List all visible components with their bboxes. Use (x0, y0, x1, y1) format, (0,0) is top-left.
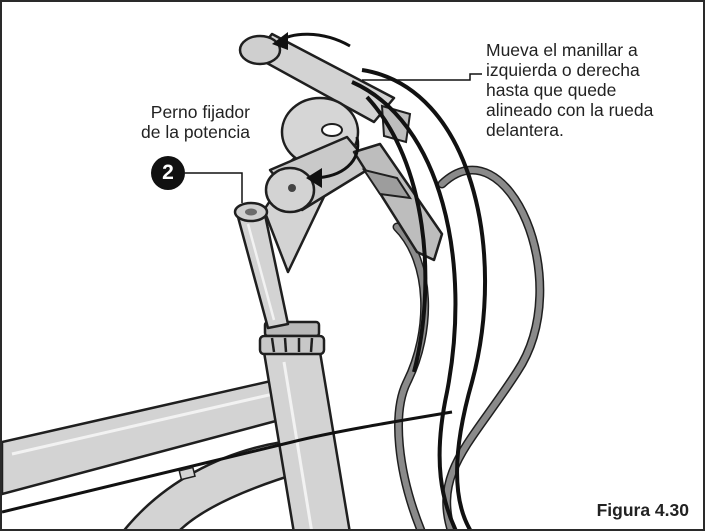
instruction-line: hasta que quede (486, 80, 617, 100)
top-tube-cable (2, 410, 453, 514)
callout-number-badge: 2 (151, 156, 185, 190)
instruction-line: izquierda o derecha (486, 60, 640, 80)
rotation-arrow-top-head (272, 32, 288, 50)
instruction-text: Mueva el manillar a izquierda o derecha … (486, 40, 696, 140)
black-cable-3 (365, 95, 428, 373)
black-cable-2 (351, 80, 458, 529)
figure-label: Figura 4.30 (596, 500, 689, 520)
instruction-leader-line (362, 73, 482, 81)
bolt-leader-line (185, 172, 243, 203)
black-cable-1 (361, 68, 488, 529)
bolt-label-line2: de la potencia (141, 122, 250, 142)
instruction-line: delantera. (486, 120, 564, 140)
rotation-arrow-bottom-head (306, 168, 322, 188)
bolt-label: Perno fijador de la potencia (90, 102, 250, 142)
instruction-line: Mueva el manillar a (486, 40, 638, 60)
bolt-label-line1: Perno fijador (150, 102, 250, 122)
instruction-line: alineado con la rueda (486, 100, 654, 120)
left-grip-end (238, 34, 282, 66)
